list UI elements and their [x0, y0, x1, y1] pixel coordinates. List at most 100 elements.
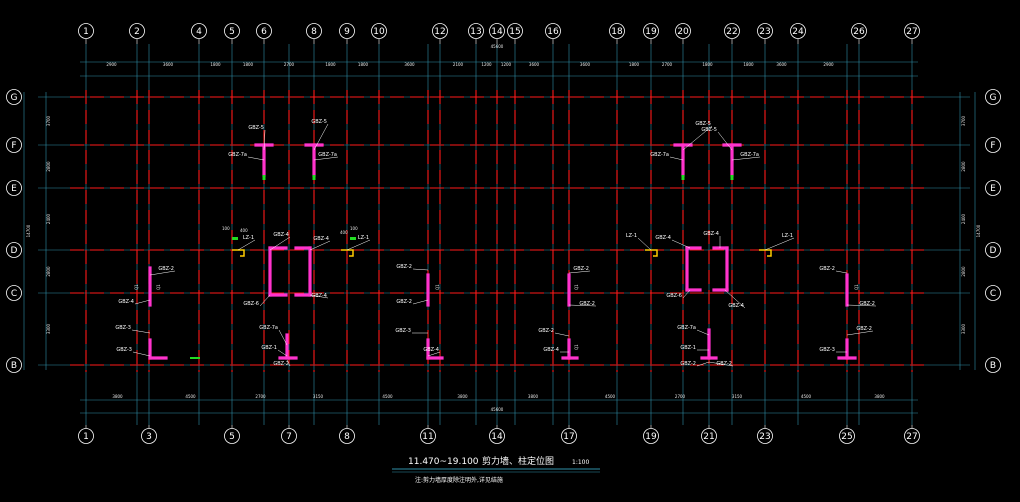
- dimension-label-bottom: 4500: [382, 394, 393, 399]
- axis-bubble-circle: [78, 428, 94, 444]
- wall-tag-label: GBZ-3: [395, 328, 411, 334]
- tag-leader: [286, 359, 291, 367]
- axis-bubble-circle: [675, 23, 691, 39]
- dimension-label-top: 2100: [453, 62, 464, 67]
- dimension-label-bottom: 3800: [528, 394, 539, 399]
- wall-tag-label: GBZ-7a: [740, 152, 759, 158]
- wall-tags: GBZ-2GBZ-4GBZ-3GBZ-3GBZ-7aGBZ-1GBZ-2GBZ-…: [115, 119, 877, 367]
- tag-leader: [708, 361, 734, 367]
- tag-leader: [846, 304, 877, 307]
- wall-tag-label: GBZ-5: [695, 121, 711, 127]
- wall-q1-label: Q1: [134, 284, 139, 290]
- wall-q1-label: Q1: [156, 284, 161, 290]
- axis-bubble-top: 4: [191, 23, 207, 39]
- wall-tag-label: GBZ-3: [819, 347, 835, 353]
- tag-leader: [835, 270, 848, 274]
- tag-leader: [149, 270, 176, 276]
- axis-grid: [38, 44, 970, 425]
- axis-bubble-circle: [306, 23, 322, 39]
- axis-bubble-label: 3: [146, 432, 152, 442]
- axis-bubble-circle: [985, 89, 1001, 105]
- wall-tag-label: GBZ-2: [819, 266, 835, 272]
- axis-bubble-label: B: [990, 361, 996, 371]
- wall-q1-label: Q1: [574, 284, 579, 290]
- dimension-label-top: 3600: [776, 62, 787, 67]
- shear-walls: [148, 143, 857, 360]
- axis-bubble-label: 20: [677, 27, 689, 37]
- axis-bubble-label: 12: [434, 27, 445, 37]
- dimension-label-top: 3600: [163, 62, 174, 67]
- wall-tag-label: GBZ-7a: [677, 325, 696, 331]
- axis-bubble-circle: [701, 428, 717, 444]
- wall-tag-label: GBZ-2: [158, 266, 174, 272]
- tag-leader: [131, 329, 151, 334]
- axis-bubble-label: 22: [726, 27, 737, 37]
- dimension-label-bottom: 3800: [112, 394, 123, 399]
- wall-thickness-label: 400: [340, 230, 348, 235]
- tag-leader: [278, 329, 288, 346]
- axis-bubble-label: F: [11, 141, 16, 151]
- tag-leader: [313, 156, 339, 161]
- axis-bubble-label: 24: [792, 27, 804, 37]
- axis-bubble-circle: [281, 428, 297, 444]
- wall-tag-label: GBZ-4: [273, 232, 289, 238]
- axis-bubble-circle: [224, 428, 240, 444]
- boundary-element-marker: [681, 175, 685, 180]
- axis-bubble-circle: [489, 23, 505, 39]
- axis-bubble-label: F: [990, 141, 995, 151]
- axis-bubble-right: F: [985, 137, 1001, 153]
- axis-bubble-label: 4: [196, 27, 202, 37]
- axis-bubble-label: 1: [83, 432, 89, 442]
- tag-leader: [269, 236, 291, 251]
- axis-bubble-label: 27: [906, 27, 917, 37]
- boundary-element-marker: [262, 175, 266, 180]
- axis-bubble-top: 5: [224, 23, 240, 39]
- axis-bubble-top: 8: [306, 23, 322, 39]
- tag-leader: [346, 239, 371, 251]
- axis-bubble-left: D: [6, 242, 22, 258]
- axis-bubble-label: 8: [311, 27, 317, 37]
- axis-bubble-right: C: [985, 285, 1001, 301]
- tag-leader: [846, 330, 874, 336]
- wall-tag-label: GBZ-2: [856, 326, 872, 332]
- axis-bubble-bottom: 5: [224, 428, 240, 444]
- axis-bubble-right: D: [985, 242, 1001, 258]
- title-block: 11.470~19.100 剪力墙、柱定位图 1:100 注:剪力墙厚度除注明外…: [392, 455, 600, 484]
- dimension-label-left: 2400: [46, 213, 51, 224]
- axis-bubble-circle: [6, 242, 22, 258]
- axis-bubble-label: 1: [83, 27, 89, 37]
- axis-bubble-label: 6: [261, 27, 267, 37]
- green-marker: [232, 237, 238, 240]
- wall-q1-label: Q1: [435, 284, 440, 290]
- dimension-label-top: 1800: [702, 62, 713, 67]
- axis-bubble-bottom: 27: [904, 428, 920, 444]
- title-suffix: 剪力墙、柱定位图: [482, 455, 554, 467]
- axis-bubble-label: 10: [373, 27, 385, 37]
- tag-leader: [412, 299, 429, 305]
- axis-bubble-circle: [985, 242, 1001, 258]
- tag-leader: [132, 351, 151, 357]
- wall-thickness-label: 100: [350, 226, 358, 231]
- tag-leader: [554, 332, 570, 337]
- axis-bubble-circle: [985, 180, 1001, 196]
- dimension-label-top: 1200: [481, 62, 492, 67]
- axis-bubble-circle: [904, 23, 920, 39]
- wall-tag-label: GBZ-4: [703, 231, 719, 237]
- axis-bubble-left: F: [6, 137, 22, 153]
- wall-tag-label: GBZ-4: [313, 236, 329, 242]
- axis-bubble-circle: [545, 23, 561, 39]
- dimension-label-left: 3700: [46, 115, 51, 126]
- axis-bubble-bottom: 11: [420, 428, 436, 444]
- axis-bubble-circle: [371, 23, 387, 39]
- axis-bubble-label: 19: [645, 432, 657, 442]
- axis-bubble-top: 9: [339, 23, 355, 39]
- wall-tag-label: GBZ-5: [248, 125, 264, 131]
- axis-bubble-bottom: 25: [839, 428, 855, 444]
- wall-tag-label: GBZ-2: [680, 361, 696, 367]
- dimension-label-bottom: 2700: [675, 394, 686, 399]
- boundary-element-marker: [312, 175, 316, 180]
- wall-tag-label: GBZ-1: [261, 345, 277, 351]
- axis-bubble-circle: [432, 23, 448, 39]
